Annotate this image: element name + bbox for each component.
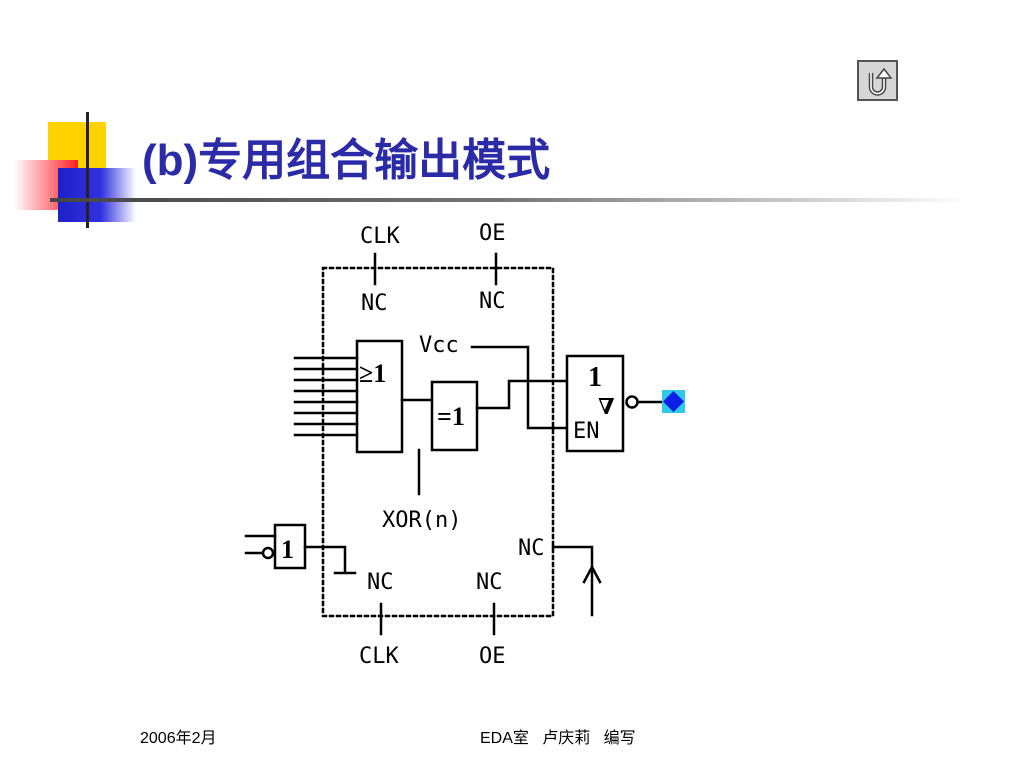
output-buffer <box>565 354 625 453</box>
nc-bottom-left-label: NC <box>367 570 394 595</box>
clk-top-label: CLK <box>360 224 400 249</box>
nc-bottom-right-label: NC <box>476 570 503 595</box>
inverter-output-wire <box>303 545 347 574</box>
inverter-bubble <box>261 546 275 560</box>
tristate-triangle-icon: ∇ <box>598 394 615 419</box>
clk-bottom-label: CLK <box>359 644 399 669</box>
nc-right-wire <box>551 545 594 617</box>
vcc-wire <box>470 345 569 430</box>
or-gate-inputs <box>293 356 359 437</box>
slide-title: (b)专用组合输出模式 <box>142 136 551 185</box>
footer-date: 2006年2月 <box>140 730 217 747</box>
buffer-label: 1 <box>588 362 602 393</box>
or-gate-label: ≥1 <box>359 359 386 388</box>
nc-right-label: NC <box>518 536 545 561</box>
return-button[interactable] <box>857 60 898 101</box>
xor-gate <box>430 380 479 452</box>
xor-gate-label: =1 <box>437 402 465 431</box>
en-label: EN <box>573 419 600 444</box>
output-bubble <box>625 395 639 409</box>
return-arrow-icon <box>868 67 893 96</box>
inverter-label: 1 <box>281 535 294 564</box>
up-arrow-icon <box>582 564 602 584</box>
vcc-label: Vcc <box>419 333 459 358</box>
nc-top-right-label: NC <box>479 289 506 314</box>
oe-top-label: OE <box>479 221 506 246</box>
or-gate <box>355 339 404 454</box>
xor-n-label: XOR(n) <box>382 508 461 533</box>
footer-author: EDA室 卢庆莉 编写 <box>480 730 636 747</box>
decor-blue-square <box>58 168 136 222</box>
feedback-inverter <box>273 523 307 570</box>
nc-top-left-label: NC <box>361 291 388 316</box>
title-underline <box>50 198 970 202</box>
output-pin-icon <box>663 391 684 412</box>
oe-bottom-label: OE <box>479 644 506 669</box>
decor-vertical-line <box>86 112 89 228</box>
macrocell-boundary <box>321 266 555 618</box>
xor-to-buffer-wire <box>475 379 569 410</box>
